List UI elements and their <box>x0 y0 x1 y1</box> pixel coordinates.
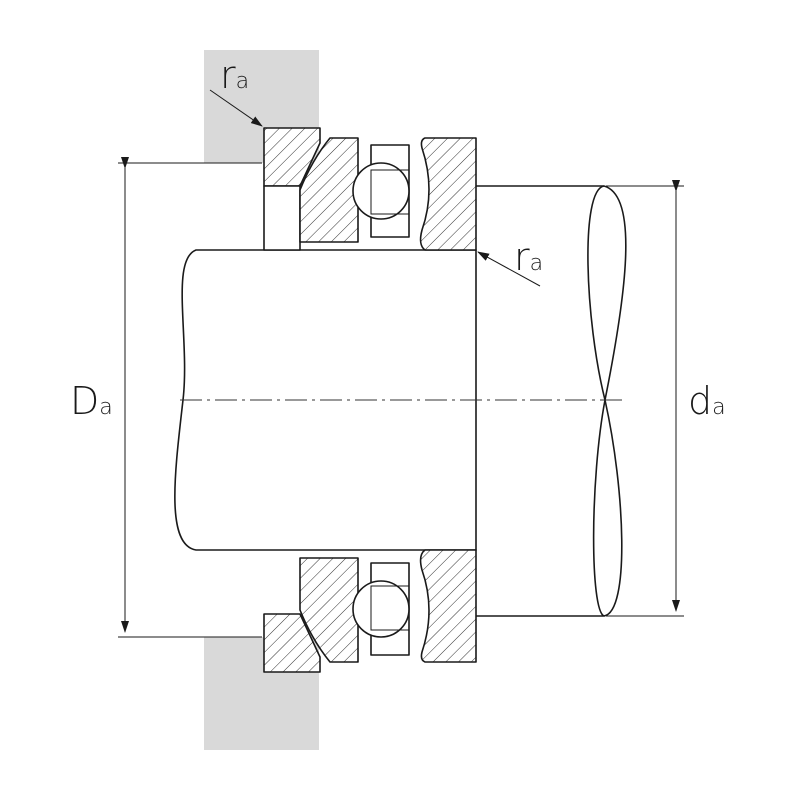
ball-top <box>352 162 410 220</box>
label-fillet-radius-shaft: ra <box>514 235 543 279</box>
aligning-seat-washer-top <box>263 185 301 251</box>
cage-inner-bottom <box>370 585 410 631</box>
label-outer-diameter: Da <box>70 379 113 423</box>
dimension-outer-diameter: Da <box>70 157 262 638</box>
shaft-washer-top <box>419 137 477 251</box>
shaft <box>174 185 627 617</box>
leader-line-ra-housing <box>209 89 263 127</box>
label-shaft-diameter: da <box>688 379 726 423</box>
cage-inner-top <box>370 169 410 215</box>
leader-line-ra-shaft <box>477 251 541 287</box>
dimension-shaft-diameter: da <box>606 180 726 617</box>
callout-fillet-radius-shaft: ra <box>477 235 543 287</box>
shaft-washer-bottom <box>419 549 477 663</box>
spherical-washer-bottom <box>299 557 359 663</box>
housing-washer-bottom <box>263 613 321 673</box>
shaft-body <box>174 249 477 551</box>
ball-bottom <box>352 580 410 638</box>
shaft-continuation <box>476 185 627 617</box>
label-fillet-radius-housing: ra <box>220 53 249 97</box>
bearing-section-top <box>263 127 477 251</box>
spherical-washer-top <box>299 137 359 243</box>
housing-washer-top <box>263 127 321 187</box>
bearing-section-bottom <box>263 549 477 673</box>
callout-fillet-radius-housing: ra <box>209 53 263 127</box>
